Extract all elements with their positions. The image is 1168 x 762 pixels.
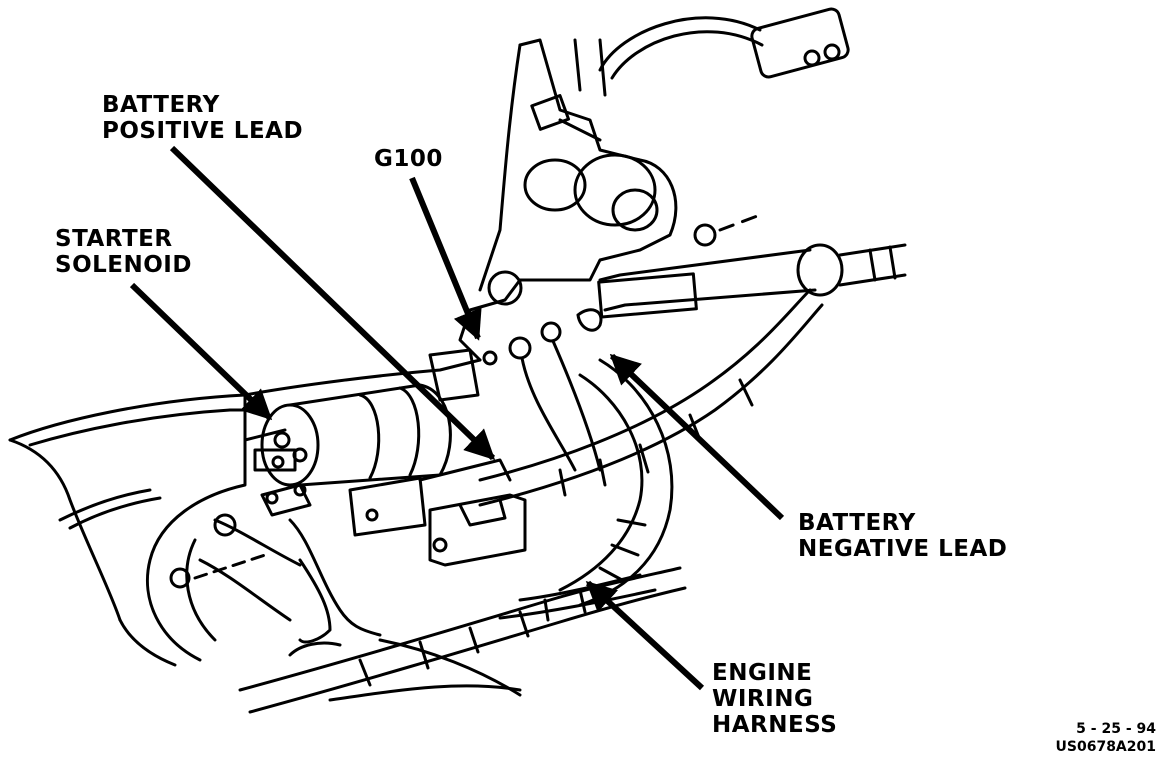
starter-solenoid-line-1: STARTER [55,226,173,252]
callout-arrows [129,145,785,691]
battery-negative-lead-label: BATTERY NEGATIVE LEAD [798,510,1007,562]
arrow-battery-negative-lead [609,353,785,521]
engine-wiring-harness-line-1: ENGINE [712,660,813,686]
starter-motor [253,383,452,517]
arrow-g100 [409,176,482,341]
figure-reference: 5 - 25 - 94 US0678A201 [1056,720,1156,756]
battery-terminals [482,321,602,472]
arrow-battery-positive-lead [169,145,496,461]
cable-clamp [348,348,527,567]
engine-wiring-harness-label: ENGINE WIRING HARNESS [712,660,837,738]
arrow-engine-wiring-harness [585,580,705,691]
arrow-starter-solenoid [129,282,273,421]
engine-wiring-harness-line-2: WIRING [712,686,814,712]
starter-solenoid-line-2: SOLENOID [55,252,192,278]
battery-negative-lead-line-2: NEGATIVE LEAD [798,536,1008,562]
g100-text: G100 [374,146,443,172]
ground-strap [576,243,907,332]
figure-date: 5 - 25 - 94 [1076,721,1156,737]
wiring-bundle [478,288,824,622]
battery-positive-lead-line-1: BATTERY [102,92,220,118]
engine-wiring-harness [169,513,687,714]
figure-code: US0678A201 [1055,739,1156,755]
starter-solenoid-label: STARTER SOLENOID [55,226,192,278]
bell-housing [8,358,482,667]
engine-casting [458,7,850,362]
g100-label: G100 [374,146,443,172]
battery-positive-lead-label: BATTERY POSITIVE LEAD [102,92,303,144]
engine-wiring-harness-line-3: HARNESS [712,712,838,738]
battery-positive-lead-line-2: POSITIVE LEAD [102,118,304,144]
battery-negative-lead-line-1: BATTERY [798,510,916,536]
